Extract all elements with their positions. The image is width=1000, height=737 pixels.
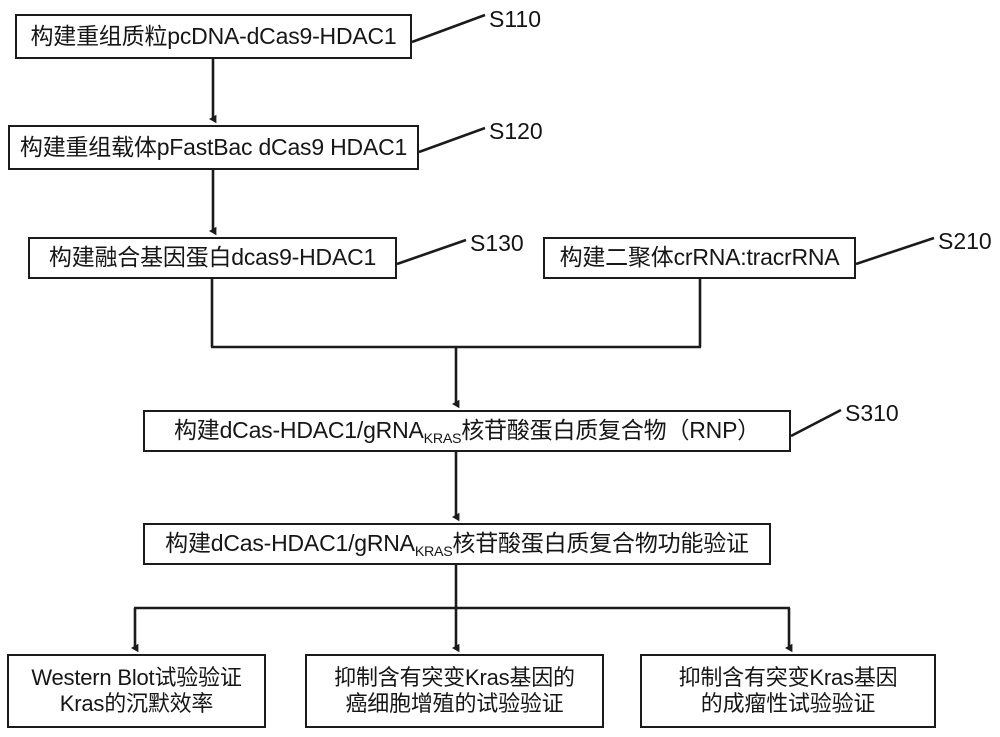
- node-s310-text-subscript: KRAS: [423, 431, 462, 448]
- node-b3-line1: 抑制含有突变Kras基因: [678, 665, 898, 691]
- node-verify-text-subscript: KRAS: [414, 544, 453, 561]
- step-label-s130: S130: [470, 230, 524, 256]
- leader-s120: [418, 126, 486, 154]
- node-proliferation-assay[interactable]: 抑制含有突变Kras基因的癌细胞增殖的试验验证: [305, 654, 604, 728]
- step-label-s210: S210: [938, 228, 992, 254]
- node-s310-text: 构建dCas-HDAC1/gRNAKRAS核苷酸蛋白质复合物（RNP）: [173, 417, 761, 448]
- leader-s210: [855, 236, 935, 266]
- node-tumorigenicity-assay[interactable]: 抑制含有突变Kras基因的成瘤性试验验证: [640, 654, 936, 728]
- node-b2-line1: 抑制含有突变Kras基因的: [334, 665, 575, 691]
- leader-s110: [411, 13, 486, 44]
- node-b2-text: 抑制含有突变Kras基因的癌细胞增殖的试验验证: [334, 665, 575, 717]
- node-b2-line2: 癌细胞增殖的试验验证: [345, 691, 564, 716]
- node-s110-text: 构建重组质粒pcDNA-dCas9-HDAC1: [30, 22, 397, 49]
- node-s210[interactable]: 构建二聚体crRNA:tracrRNA: [543, 237, 856, 279]
- node-b3-line2: 的成瘤性试验验证: [700, 691, 876, 716]
- node-s130-text: 构建融合基因蛋白dcas9-HDAC1: [48, 244, 377, 271]
- node-s120[interactable]: 构建重组载体pFastBac dCas9 HDAC1: [8, 125, 419, 170]
- leader-s130: [396, 238, 467, 266]
- node-s310[interactable]: 构建dCas-HDAC1/gRNAKRAS核苷酸蛋白质复合物（RNP）: [143, 410, 791, 452]
- step-label-s110: S110: [489, 6, 542, 32]
- step-label-s310: S310: [845, 400, 899, 426]
- node-s120-text: 构建重组载体pFastBac dCas9 HDAC1: [19, 133, 408, 160]
- node-s310-text-prefix: 构建dCas-HDAC1/gRNA: [173, 417, 424, 444]
- node-s130[interactable]: 构建融合基因蛋白dcas9-HDAC1: [28, 237, 397, 279]
- node-b3-text: 抑制含有突变Kras基因的成瘤性试验验证: [679, 665, 898, 717]
- node-s310-text-suffix: 核苷酸蛋白质复合物（RNP）: [461, 417, 761, 444]
- node-s210-text: 构建二聚体crRNA:tracrRNA: [559, 244, 840, 271]
- step-label-s120: S120: [489, 118, 543, 144]
- node-b1-line1: Western Blot试验验证: [31, 665, 242, 691]
- leader-s310: [790, 408, 842, 438]
- node-s110[interactable]: 构建重组质粒pcDNA-dCas9-HDAC1: [15, 14, 412, 59]
- node-verify-text: 构建dCas-HDAC1/gRNAKRAS核苷酸蛋白质复合物功能验证: [165, 530, 749, 561]
- node-b1-line2: Kras的沉默效率: [59, 691, 214, 716]
- node-verify-text-suffix: 核苷酸蛋白质复合物功能验证: [452, 530, 749, 557]
- node-verify-text-prefix: 构建dCas-HDAC1/gRNA: [165, 530, 415, 557]
- node-function-verification[interactable]: 构建dCas-HDAC1/gRNAKRAS核苷酸蛋白质复合物功能验证: [143, 523, 771, 565]
